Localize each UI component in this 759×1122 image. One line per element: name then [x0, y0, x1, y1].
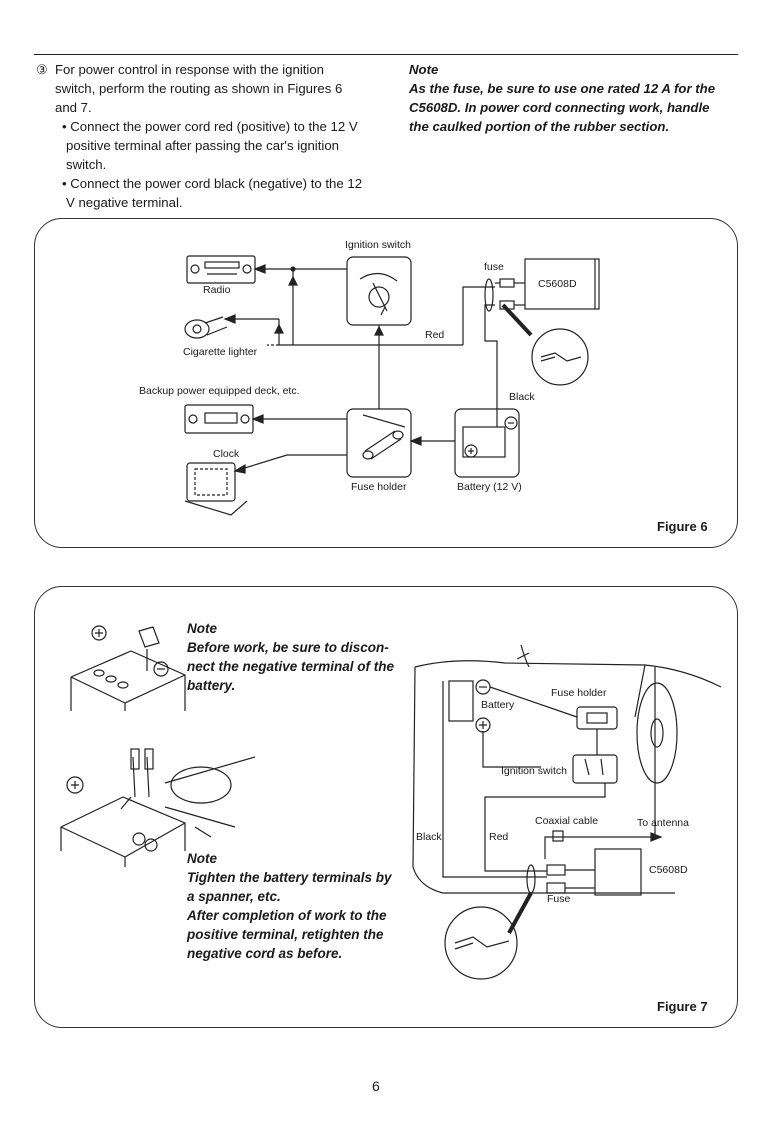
cigarette-lighter-label: Cigarette lighter [183, 346, 258, 358]
fuse-label: fuse [484, 261, 504, 273]
backup-deck-label: Backup power equipped deck, etc. [139, 385, 300, 397]
fuse-label: Fuse [547, 893, 571, 905]
unit-label: C5608D [649, 864, 688, 876]
note-title: Note [409, 62, 439, 77]
note-line: Tighten the battery terminals by [187, 870, 392, 885]
battery-tighten-icon [60, 748, 256, 867]
figure-7-installation-diagram [60, 625, 722, 980]
red-wire-label: Red [489, 831, 509, 843]
bullet-item: • Connect the power cord black (negative… [62, 176, 363, 191]
step-number: ③ [36, 62, 48, 77]
figure-6-panel: Ignition switch Radio Cigarette lighter … [34, 218, 738, 548]
ignition-switch-box [572, 754, 618, 784]
note-title: Note [187, 851, 217, 866]
page-number: 6 [372, 1078, 380, 1094]
black-wire-label: Black [509, 391, 535, 403]
to-antenna-label: To antenna [637, 817, 689, 829]
note-line: a spanner, etc. [187, 889, 281, 904]
note-line: C5608D. In power cord connecting work, h… [409, 100, 710, 115]
c5608d-box [594, 848, 642, 896]
note-line: Before work, be sure to discon- [187, 640, 389, 655]
ignition-switch-icon [346, 256, 412, 326]
fuse-holder-label: Fuse holder [351, 481, 407, 493]
clock-label: Clock [213, 448, 240, 460]
note-title: Note [187, 621, 217, 636]
red-wire-label: Red [425, 329, 445, 341]
battery-box [448, 680, 474, 722]
note-line: After completion of work to the [187, 908, 387, 923]
fuse-holder-icon [346, 408, 412, 478]
battery-label: Battery (12 V) [457, 481, 522, 493]
black-wire-label: Black [416, 831, 442, 843]
fuse-note: Note As the fuse, be sure to use one rat… [409, 60, 744, 136]
bullet-text: V negative terminal. [66, 195, 183, 210]
battery-icon [454, 408, 520, 478]
figure-6-caption: Figure 6 [657, 519, 708, 534]
clock-icon [184, 462, 248, 516]
note-line: positive terminal, retighten the [187, 927, 384, 942]
coaxial-cable-label: Coaxial cable [535, 815, 599, 827]
bullet-text: Connect the power cord red (positive) to… [70, 119, 358, 134]
battery-label: Battery [481, 699, 515, 711]
ignition-switch-label: Ignition switch [501, 765, 567, 777]
note-line: nect the negative terminal of the [187, 659, 395, 674]
figure-7-caption: Figure 7 [657, 999, 708, 1014]
step-text-line: and 7. [55, 100, 92, 115]
figure-7-panel: Note Before work, be sure to discon- nec… [34, 586, 738, 1028]
top-rule [34, 54, 738, 55]
c5608d-unit [524, 258, 600, 310]
ignition-switch-label: Ignition switch [345, 239, 411, 251]
bullet-text: switch. [66, 157, 107, 172]
fuse-holder-box [576, 706, 618, 730]
radio-label: Radio [203, 284, 231, 296]
battery-disconnect-icon [70, 625, 186, 711]
note-line: negative cord as before. [187, 946, 343, 961]
note-tighten: Note Tighten the battery terminals by a … [187, 849, 392, 963]
step-text-line: For power control in response with the i… [55, 62, 325, 77]
note-disconnect: Note Before work, be sure to discon- nec… [187, 619, 394, 695]
note-line: battery. [187, 678, 236, 693]
intro-instructions: ③ For power control in response with the … [36, 60, 376, 212]
unit-label: C5608D [538, 278, 577, 290]
backup-deck-icon [184, 404, 254, 434]
bullet-text: Connect the power cord black (negative) … [70, 176, 363, 191]
step-text-line: switch, perform the routing as shown in … [55, 81, 343, 96]
bullet-text: positive terminal after passing the car'… [66, 138, 339, 153]
radio-icon [186, 255, 256, 284]
note-line: As the fuse, be sure to use one rated 12… [409, 81, 716, 96]
fuse-holder-label: Fuse holder [551, 687, 607, 699]
note-line: the caulked portion of the rubber sectio… [409, 119, 670, 134]
cigarette-lighter-icon [184, 316, 228, 339]
figure-6-wiring-diagram [184, 255, 600, 516]
bullet-item: • Connect the power cord red (positive) … [62, 119, 358, 134]
